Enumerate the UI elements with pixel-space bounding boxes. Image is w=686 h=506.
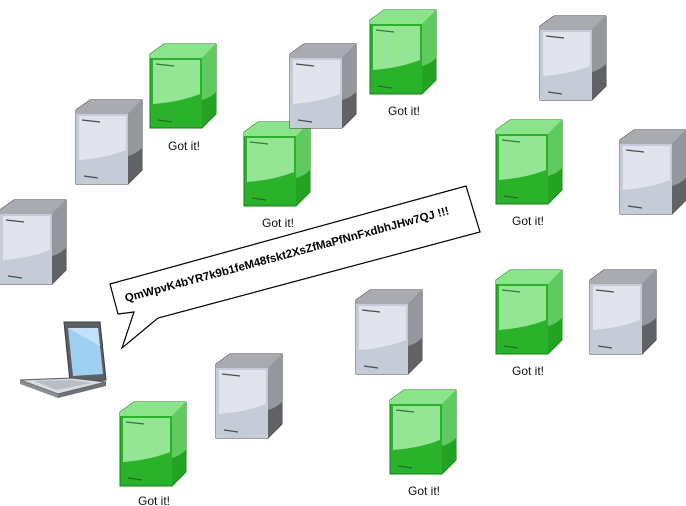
message-bubble: QmWpvK4bYR7k9b1feM48fskt2XsZfMaPfNnFxdbh… (109, 185, 481, 350)
server-12-idle-icon (355, 289, 423, 375)
server-13-caption: Got it! (138, 494, 170, 506)
server-1-caption: Got it! (168, 139, 200, 153)
server-3-received-icon (243, 121, 311, 207)
server-3-caption: Got it! (262, 216, 294, 230)
server-4-idle-icon (289, 43, 357, 129)
server-7-received-icon (495, 119, 563, 205)
server-10-caption: Got it! (512, 364, 544, 378)
server-11-idle-icon (589, 269, 657, 355)
server-14-received-icon (389, 389, 457, 475)
server-13-received-icon (119, 401, 187, 487)
server-1-received-icon (149, 43, 217, 129)
server-15-idle-icon (215, 353, 283, 439)
server-14-caption: Got it! (408, 484, 440, 498)
server-6-idle-icon (539, 15, 607, 101)
server-5-caption: Got it! (388, 104, 420, 118)
server-9-idle-icon (0, 199, 67, 285)
server-7-caption: Got it! (512, 214, 544, 228)
server-5-received-icon (369, 9, 437, 95)
server-10-received-icon (495, 269, 563, 355)
laptop-icon (19, 321, 107, 398)
server-8-idle-icon (619, 129, 686, 215)
server-2-idle-icon (75, 99, 143, 185)
